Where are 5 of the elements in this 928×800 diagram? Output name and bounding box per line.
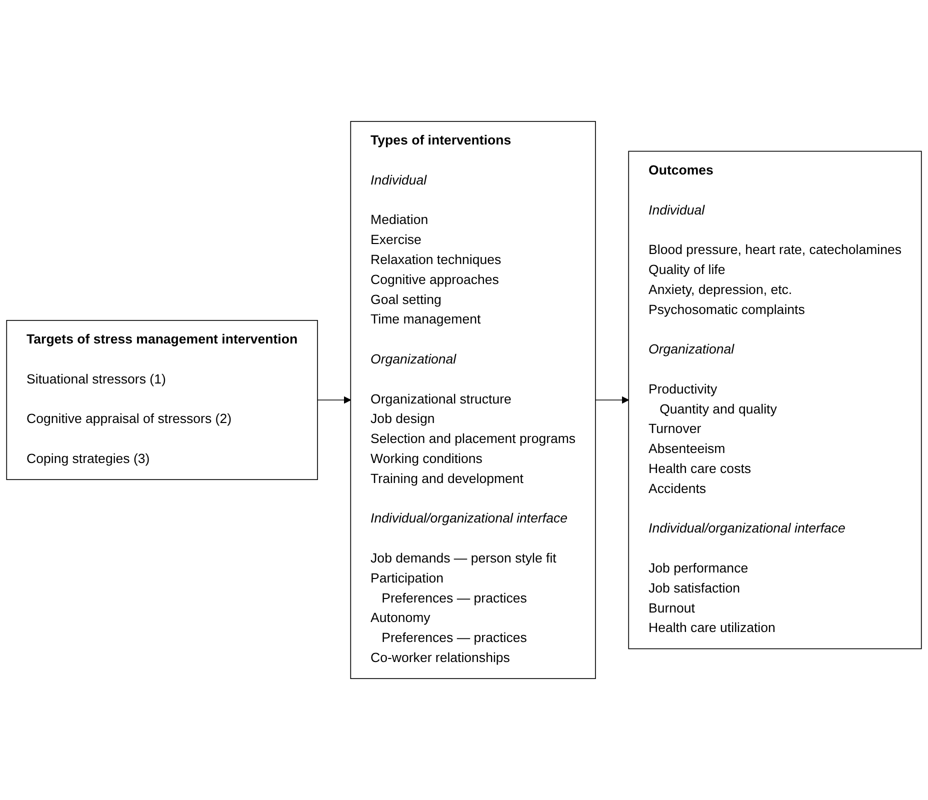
node-box: Targets of stress management intervention Situational stressors (1) Cognitive appraisal of stressors (2) Coping strategies (3) bbox=[6, 320, 318, 480]
node-box: Outcomes Individual Blood pressure, heart rate, catecholamines Quality of life Anxiety, depression, etc. Psychosomatic complaints Organizational Productivity Quantity and quality Turnover Absenteeism Health care costs Accidents Individual/organizational interface Job performance Job satisfaction Burnout Health care utilization bbox=[628, 150, 922, 650]
node-box: Types of interventions Individual Mediation Exercise Relaxation techniques Cognitive approaches Goal setting Time management Organizational Organizational structure Job design Selection and placement programs Working conditions Training and development Individual/organizational interface Job demands — person style fit Participation Preferences — practices Autonomy Preferences — practices Co-worker relationships bbox=[350, 121, 596, 679]
arrow bbox=[317, 396, 351, 404]
arrow bbox=[595, 396, 629, 404]
